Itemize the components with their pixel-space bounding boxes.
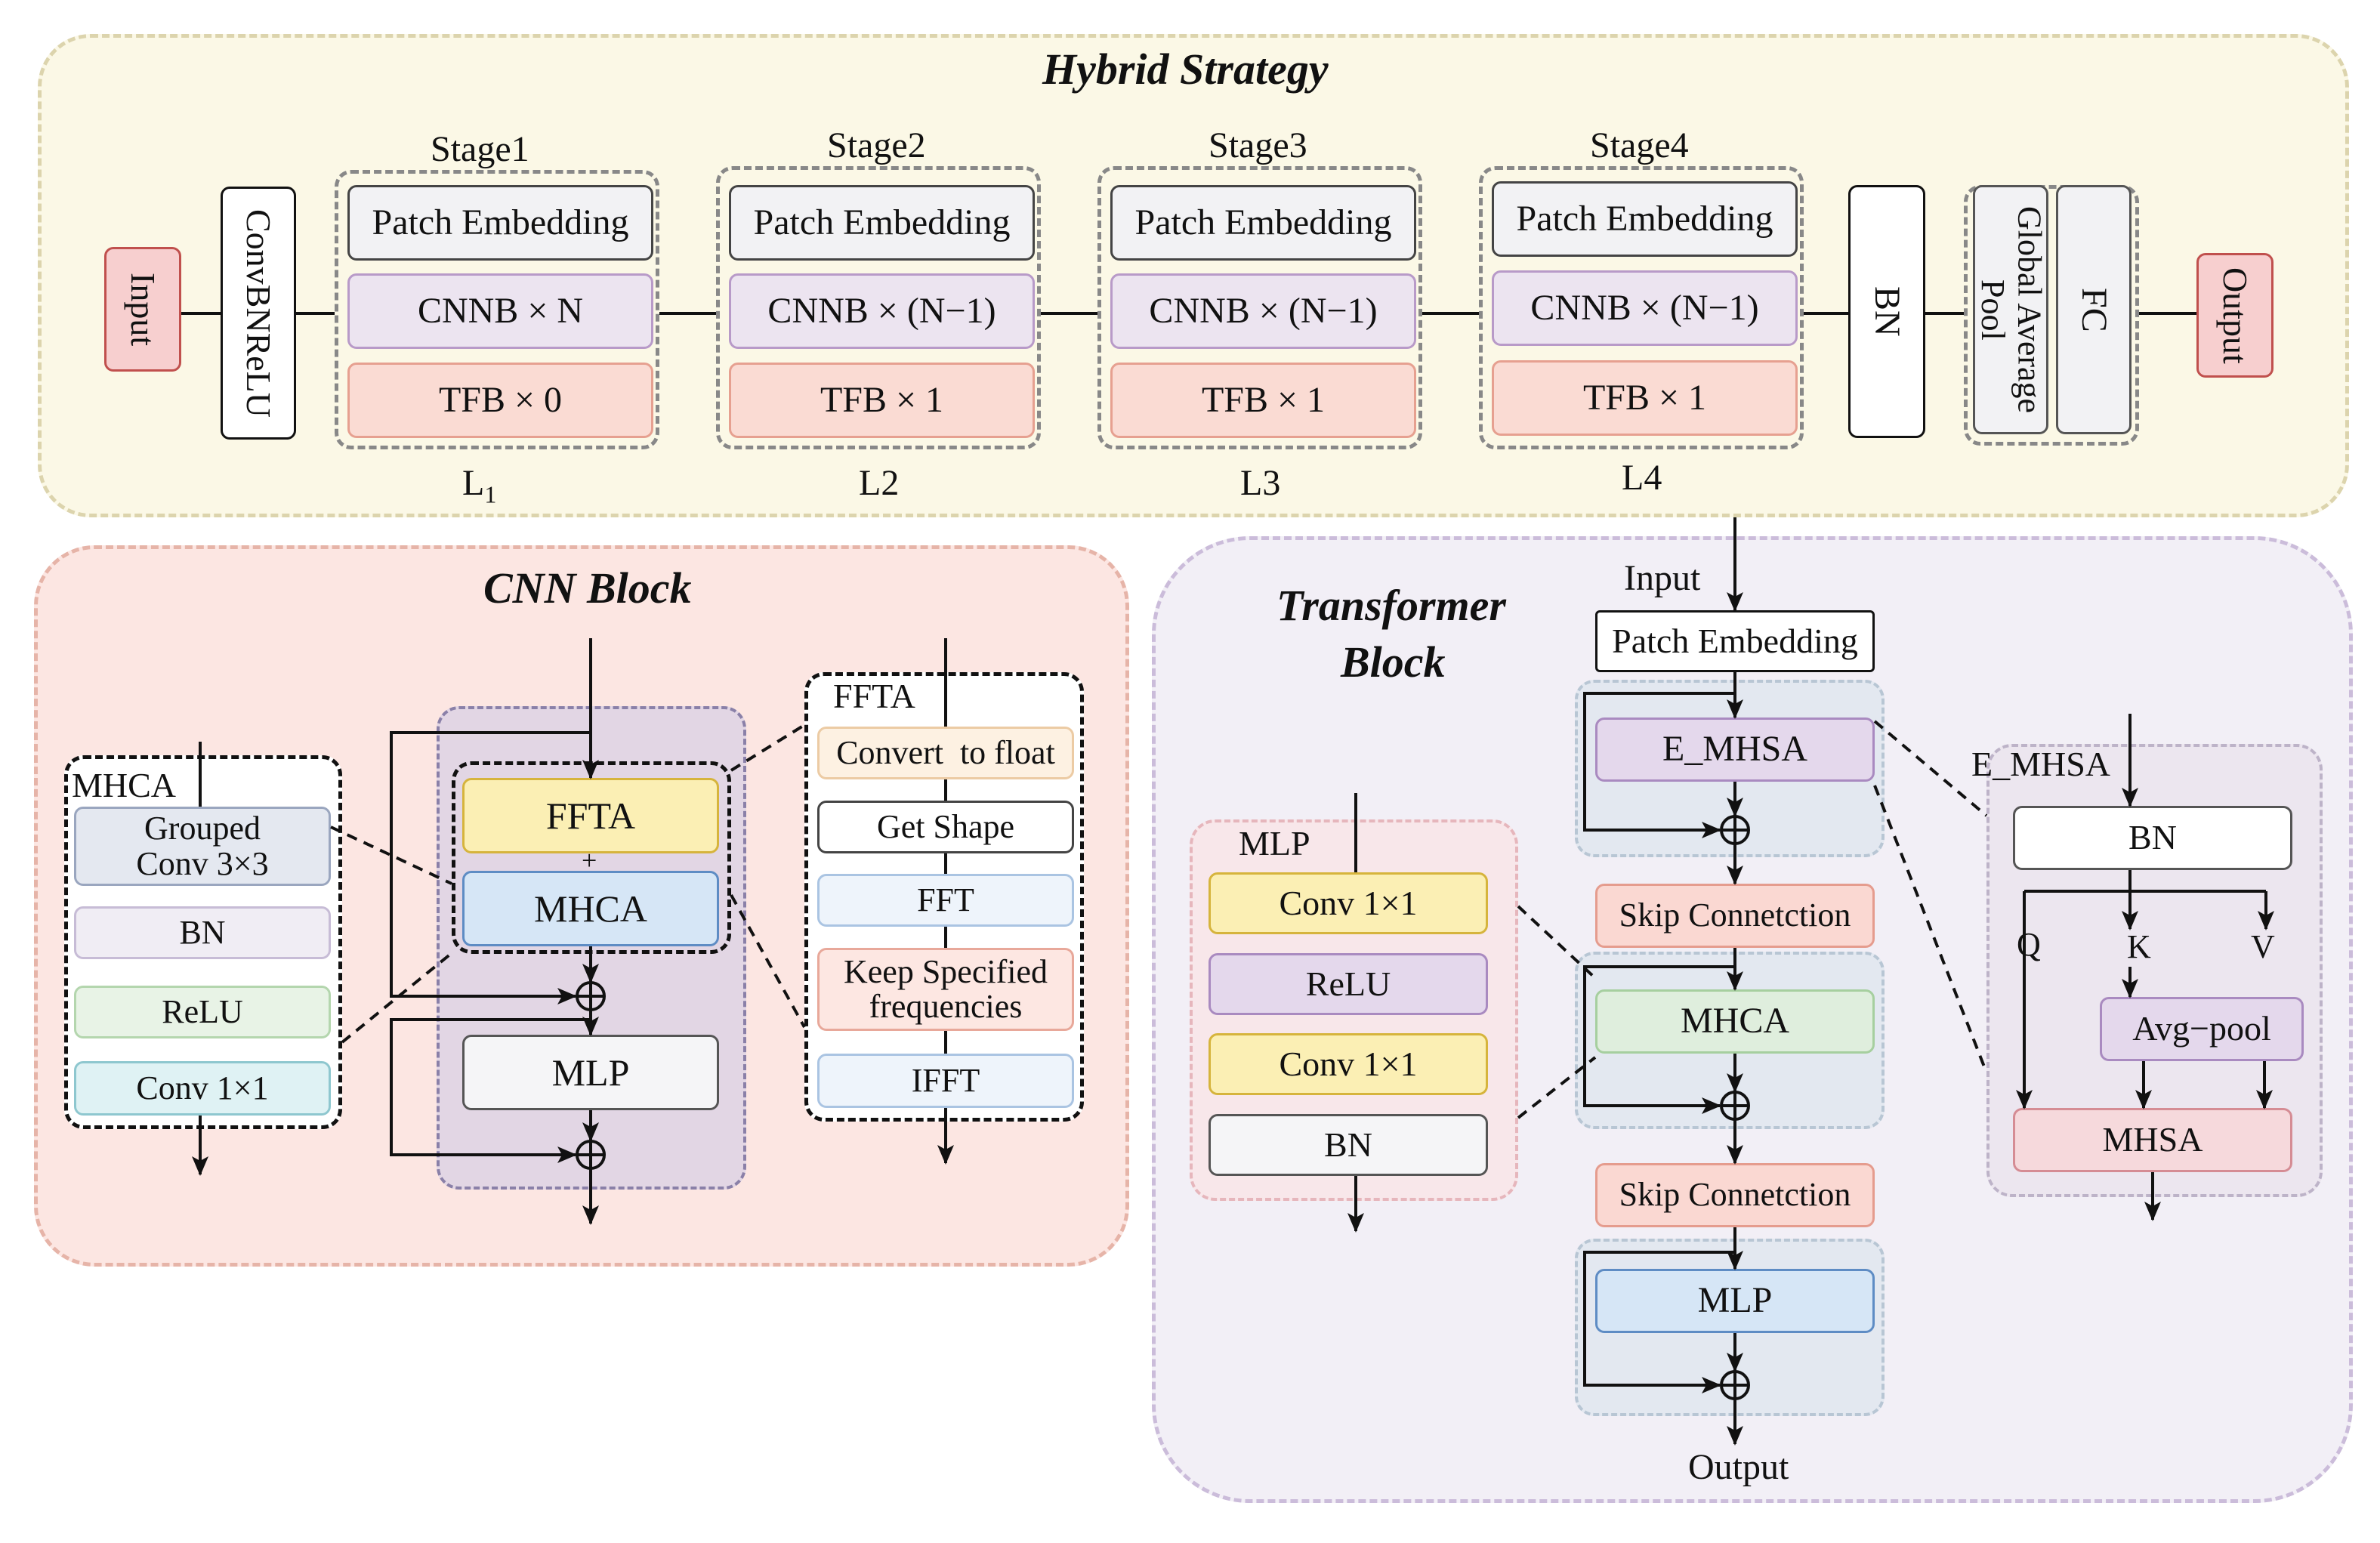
transformer-emhsa-block: E_MHSA bbox=[1595, 717, 1875, 782]
stage4-group bbox=[1479, 166, 1804, 449]
input-node: Input bbox=[104, 247, 181, 372]
stage3-group bbox=[1097, 166, 1422, 449]
ffta-detail-label: FFTA bbox=[833, 677, 915, 715]
stage3-tfb: TFB × 1 bbox=[1110, 363, 1416, 438]
ffta-get-shape: Get Shape bbox=[817, 801, 1074, 853]
mlp-conv1x1-b: Conv 1×1 bbox=[1209, 1033, 1488, 1095]
fc-block: FC bbox=[2056, 185, 2132, 434]
emhsa-avgpool: Avg−pool bbox=[2100, 997, 2304, 1061]
output-node: Output bbox=[2196, 253, 2274, 378]
cnn-mlp-block: MLP bbox=[462, 1035, 719, 1110]
stage3-cnnb: CNNB × (N−1) bbox=[1110, 273, 1416, 349]
emhsa-k-label: K bbox=[2127, 928, 2151, 965]
mhca-detail-label: MHCA bbox=[72, 766, 177, 804]
stage4-tfb: TFB × 1 bbox=[1492, 360, 1798, 436]
bn-block: BN bbox=[1848, 185, 1925, 438]
cnn-block-title: CNN Block bbox=[483, 563, 692, 613]
stage1-patch-embedding: Patch Embedding bbox=[347, 185, 653, 261]
gap-fc-group bbox=[1964, 185, 2139, 446]
emhsa-mhsa: MHSA bbox=[2013, 1108, 2292, 1172]
transformer-mlp-block: MLP bbox=[1595, 1269, 1875, 1333]
level-label-3: L3 bbox=[1240, 463, 1281, 503]
stage2-tfb: TFB × 1 bbox=[729, 363, 1035, 438]
global-average-pool-block: Global Average Pool bbox=[1973, 185, 2048, 434]
stage4-patch-embedding: Patch Embedding bbox=[1492, 181, 1798, 257]
mlp-detail-label: MLP bbox=[1239, 824, 1310, 863]
stage1-cnnb: CNNB × N bbox=[347, 273, 653, 349]
convbnrelu-block: ConvBNReLU bbox=[221, 187, 296, 440]
transformer-block-title-line1: Transformer bbox=[1276, 581, 1506, 630]
emhsa-q-label: Q bbox=[2017, 926, 2041, 963]
mhca-conv1x1: Conv 1×1 bbox=[74, 1061, 331, 1116]
stage2-cnnb: CNNB × (N−1) bbox=[729, 273, 1035, 349]
skip-connection-2: Skip Connetction bbox=[1595, 1163, 1875, 1227]
stage4-label: Stage4 bbox=[1590, 125, 1689, 165]
level-label-1: L1 bbox=[462, 462, 496, 509]
mhca-bn: BN bbox=[74, 906, 331, 959]
transformer-input-label: Input bbox=[1624, 558, 1701, 598]
mhca-relu: ReLU bbox=[74, 986, 331, 1038]
stage2-patch-embedding: Patch Embedding bbox=[729, 185, 1035, 261]
mlp-relu: ReLU bbox=[1209, 953, 1488, 1015]
stage3-label: Stage3 bbox=[1209, 125, 1307, 165]
stage1-group bbox=[335, 170, 659, 449]
stage4-cnnb: CNNB × (N−1) bbox=[1492, 270, 1798, 346]
cnn-ffta-block: FFTA bbox=[462, 778, 719, 853]
emhsa-bn: BN bbox=[2013, 806, 2292, 870]
ffta-keep-specified-frequencies: Keep Specified frequencies bbox=[817, 948, 1074, 1031]
stage1-label: Stage1 bbox=[431, 129, 529, 169]
level-label-1-sub: 1 bbox=[484, 480, 497, 508]
transformer-mhca-block: MHCA bbox=[1595, 989, 1875, 1054]
stage2-label: Stage2 bbox=[827, 125, 926, 165]
mlp-bn: BN bbox=[1209, 1114, 1488, 1176]
emhsa-detail-label: E_MHSA bbox=[1971, 745, 2111, 783]
transformer-output-label: Output bbox=[1688, 1447, 1789, 1487]
level-label-4: L4 bbox=[1622, 458, 1662, 498]
mhca-grouped-conv: Grouped Conv 3×3 bbox=[74, 807, 331, 886]
transformer-block-title-line2: Block bbox=[1341, 637, 1446, 687]
skip-connection-1: Skip Connetction bbox=[1595, 884, 1875, 948]
ffta-convert-to-float: Convert to float bbox=[817, 727, 1074, 779]
mlp-conv1x1-a: Conv 1×1 bbox=[1209, 872, 1488, 934]
emhsa-v-label: V bbox=[2251, 928, 2275, 965]
cnn-mhca-block: MHCA bbox=[462, 871, 719, 946]
ffta-fft: FFT bbox=[817, 874, 1074, 927]
ffta-ifft: IFFT bbox=[817, 1054, 1074, 1108]
stage3-patch-embedding: Patch Embedding bbox=[1110, 185, 1416, 261]
hybrid-strategy-title: Hybrid Strategy bbox=[1042, 45, 1329, 94]
level-label-2: L2 bbox=[859, 463, 900, 503]
transformer-patch-embedding: Patch Embedding bbox=[1595, 610, 1875, 672]
stage2-group bbox=[716, 166, 1041, 449]
stage1-tfb: TFB × 0 bbox=[347, 363, 653, 438]
level-label-1-text: L bbox=[462, 463, 485, 503]
